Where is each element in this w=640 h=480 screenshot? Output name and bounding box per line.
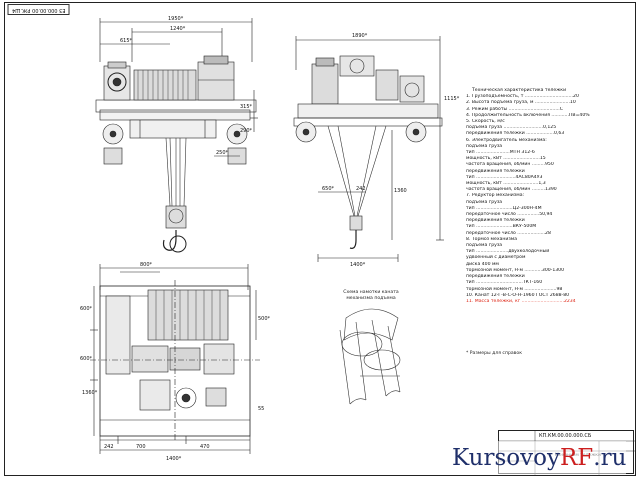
svg-text:1400*: 1400* [350, 262, 366, 268]
svg-text:600*: 600* [80, 306, 93, 312]
svg-text:1950*: 1950* [168, 16, 184, 22]
spec-row: мощность, кВт ........................1,… [466, 181, 546, 187]
spec-row: передаточное число ...................28 [466, 230, 551, 236]
technical-spec: Техническая характеристика тележки 1. Гр… [466, 88, 616, 305]
spec-row: 6. Электродвигатель механизма: [466, 137, 547, 143]
spec-row: 2. Высота подъема груза, м .............… [466, 100, 576, 106]
spec-row: 8. Тормоз механизма [466, 236, 518, 242]
spec-row: 4. Продолжительность включения .........… [466, 112, 590, 118]
spec-row: 5. Скорость, м/с [466, 119, 505, 125]
front-view [95, 18, 258, 253]
watermark-part1: Kursovoy [452, 445, 560, 471]
svg-text:650*: 650* [322, 186, 335, 192]
svg-text:1400*: 1400* [166, 456, 182, 462]
svg-text:315*: 315* [240, 104, 253, 110]
spec-row: тип .......................МТН 312-6 [466, 150, 535, 156]
title-block-code: КП.КМ.00.00.000.СБ [539, 433, 592, 439]
spec-row: мощность, кВт .........................1… [466, 156, 546, 162]
dimension-labels: 1950* 1240* 615* 315* 290* 250* 1890* 11… [80, 16, 460, 462]
spec-row: диска 400 мм [466, 261, 499, 267]
svg-text:615*: 615* [120, 38, 133, 44]
side-view [293, 36, 444, 262]
spec-row: передвижения тележки [466, 274, 525, 280]
spec-row: 1. Грузоподъемность, т .................… [466, 94, 579, 100]
svg-text:250*: 250* [216, 150, 229, 156]
spec-row: подъема груза ..........................… [466, 125, 557, 131]
svg-text:1360: 1360 [394, 188, 407, 194]
svg-text:1115*: 1115* [444, 96, 460, 102]
svg-text:470: 470 [200, 444, 210, 450]
dimensions-footnote: * Размеры для справок [466, 351, 522, 356]
svg-text:500*: 500* [258, 316, 271, 322]
spec-row: 7. Редуктор механизма: [466, 193, 525, 199]
spec-row: подъема груза [466, 143, 503, 149]
spec-row: передвижения тележки [466, 168, 525, 174]
rope-scheme-caption: Схема намотки каната механизма подъема [343, 290, 399, 301]
svg-text:700: 700 [136, 444, 146, 450]
svg-text:290*: 290* [240, 128, 253, 134]
spec-row: тормозной момент, Н·м ............300-13… [466, 267, 565, 273]
spec-row: удвоенный с диаметром [466, 255, 526, 261]
spec-title: Техническая характеристика тележки [472, 88, 567, 93]
spec-row: частота вращения, об/мин .........1390 [466, 187, 557, 193]
spec-row: передвижения тележки [466, 218, 525, 224]
plan-view [90, 264, 260, 454]
spec-row: тип ................................ТКТ-… [466, 280, 543, 286]
spec-row: тип ......................двухколодочный [466, 249, 550, 255]
svg-text:242: 242 [104, 444, 114, 450]
svg-text:242: 242 [356, 186, 366, 192]
svg-text:800*: 800* [140, 262, 153, 268]
watermark-part2: RF [559, 445, 594, 471]
watermark-part3: .ru [593, 445, 627, 471]
spec-row: тип .........................Ц2-300Н-4М [466, 205, 542, 211]
svg-text:1890*: 1890* [352, 33, 368, 39]
drawing-frame [4, 2, 636, 476]
spec-row: тип .........................ВКУ-500М [466, 224, 537, 230]
spec-row: 3. Режим работы ........................… [466, 106, 563, 112]
spec-row: передаточное число ...............50,94 [466, 212, 553, 218]
spec-row: частота вращения, об/мин .........950 [466, 162, 554, 168]
svg-text:1240*: 1240* [170, 26, 186, 32]
spec-row: подъема груза [466, 199, 503, 205]
svg-text:600*: 600* [80, 356, 93, 362]
spec-row: 10. Канат 12-Г-В-С-О-Н-1960 ГОСТ 2688-80 [466, 292, 570, 298]
spec-mass-row: 11. Масса тележки, кг ..................… [466, 298, 576, 304]
rope-reeving-scheme [339, 308, 401, 405]
spec-row: тормозной момент, Н·м ..................… [466, 286, 563, 292]
spec-row: передвижения тележки ...................… [466, 131, 565, 137]
svg-text:1360*: 1360* [82, 390, 98, 396]
svg-text:55: 55 [258, 406, 264, 412]
spec-row: подъема груза [466, 243, 503, 249]
spec-row: тип ...........................4АС80А4У3 [466, 174, 543, 180]
